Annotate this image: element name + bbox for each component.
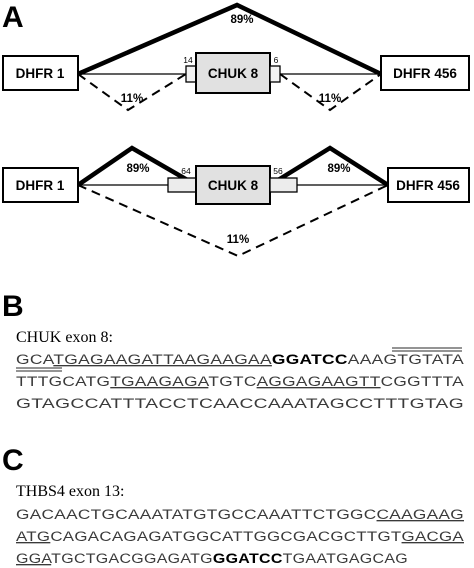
bottom-skip-percent: 11% [227, 234, 249, 246]
right-arc-percent: 89% [327, 163, 350, 175]
exon-skipping-arc [77, 2, 382, 77]
sequence-segment: GACGA [402, 529, 464, 544]
panel-b-letter: B [2, 290, 24, 323]
splice-arc-left [76, 145, 198, 187]
flank-box-left [185, 65, 197, 83]
sequence-segment: GCA [16, 352, 54, 367]
left-flank-length: 14 [183, 55, 193, 65]
sequence-segment: CGGTTTA [381, 374, 464, 389]
sequence-segment: TGCTGACGGAGATG [51, 551, 213, 566]
flank-box-left [167, 177, 197, 193]
sequence-line: GTAGCCATTTACCTCAACCAAATAGCCTTTGTAG [16, 396, 464, 411]
right-skip-percent: 11% [319, 93, 341, 105]
dhfr456-exon-box [387, 167, 470, 203]
dhfr456-exon-label: DHFR 456 [396, 178, 460, 193]
sequence-segment: GTAGCCATTTACCTCAACCAAATAGCCTTTGTAG [16, 396, 464, 411]
right-flank-length: 6 [274, 55, 279, 65]
sequence-segment: TTTGCATG [16, 374, 110, 389]
sequence-segment: TGAGAAGATTAAGAAGAA [53, 352, 272, 367]
sequence-segment: GGA [16, 551, 52, 566]
dhfr456-exon-label: DHFR 456 [393, 66, 457, 81]
sequence-segment: GGATCC [213, 551, 283, 566]
splicing-diagram-2: DHFR 1 CHUK 8 DHFR 456 64 56 89% 89% 11% [2, 145, 470, 258]
sequence-segment: TGTC [208, 374, 256, 389]
dhfr1-exon-label: DHFR 1 [16, 178, 65, 193]
splicing-diagram-1: DHFR 1 CHUK 8 DHFR 456 14 6 89% 11% 11% [2, 2, 470, 112]
sequence-segment: TGTATA [397, 352, 464, 367]
sequence-segment: TGAAGAGA [110, 374, 209, 389]
chuk8-exon-label: CHUK 8 [208, 66, 259, 81]
splice-arc-right [268, 145, 390, 187]
left-skip-percent: 11% [121, 93, 143, 105]
panel-c-title: THBS4 exon 13: [16, 483, 124, 500]
left-flank-length: 64 [181, 166, 191, 176]
panel-a-letter: A [2, 1, 24, 34]
panel-b-title: CHUK exon 8: [16, 329, 113, 346]
flank-box-right [269, 65, 281, 83]
flank-box-right [269, 177, 298, 193]
sequence-segment: AGGAGAAGTT [257, 374, 381, 389]
dhfr456-exon-box [380, 55, 470, 91]
sequence-segment: ATG [16, 529, 50, 544]
left-arc-percent: 89% [126, 163, 149, 175]
dhfr1-exon-box [2, 167, 79, 203]
sequence-segment: CAGACAGAGATGGCATTGGCGACGCTTGT [50, 529, 401, 544]
cryptic-splice-arc-left [77, 73, 187, 112]
right-flank-length: 56 [273, 166, 283, 176]
sequence-segment: CAAGAAG [377, 507, 464, 522]
cryptic-splice-arc-right [279, 73, 382, 112]
sequence-segment: GGATCC [272, 352, 348, 367]
chuk8-exon-box [195, 165, 271, 205]
sequence-segment: AAAG [348, 352, 398, 367]
exon-skipping-arc [77, 184, 389, 258]
top-arc-percent: 89% [230, 14, 253, 26]
panel-c-letter: C [2, 444, 24, 477]
splice-site-markers [16, 347, 462, 372]
sequence-segment: GACAACTGCAAATATGTGCCAAATTCTGGC [16, 507, 377, 522]
dhfr1-exon-box [2, 55, 79, 91]
sequence-segment: TGAATGAGCAG [283, 551, 408, 566]
dhfr1-exon-label: DHFR 1 [16, 66, 65, 81]
chuk8-exon-label: CHUK 8 [208, 178, 259, 193]
